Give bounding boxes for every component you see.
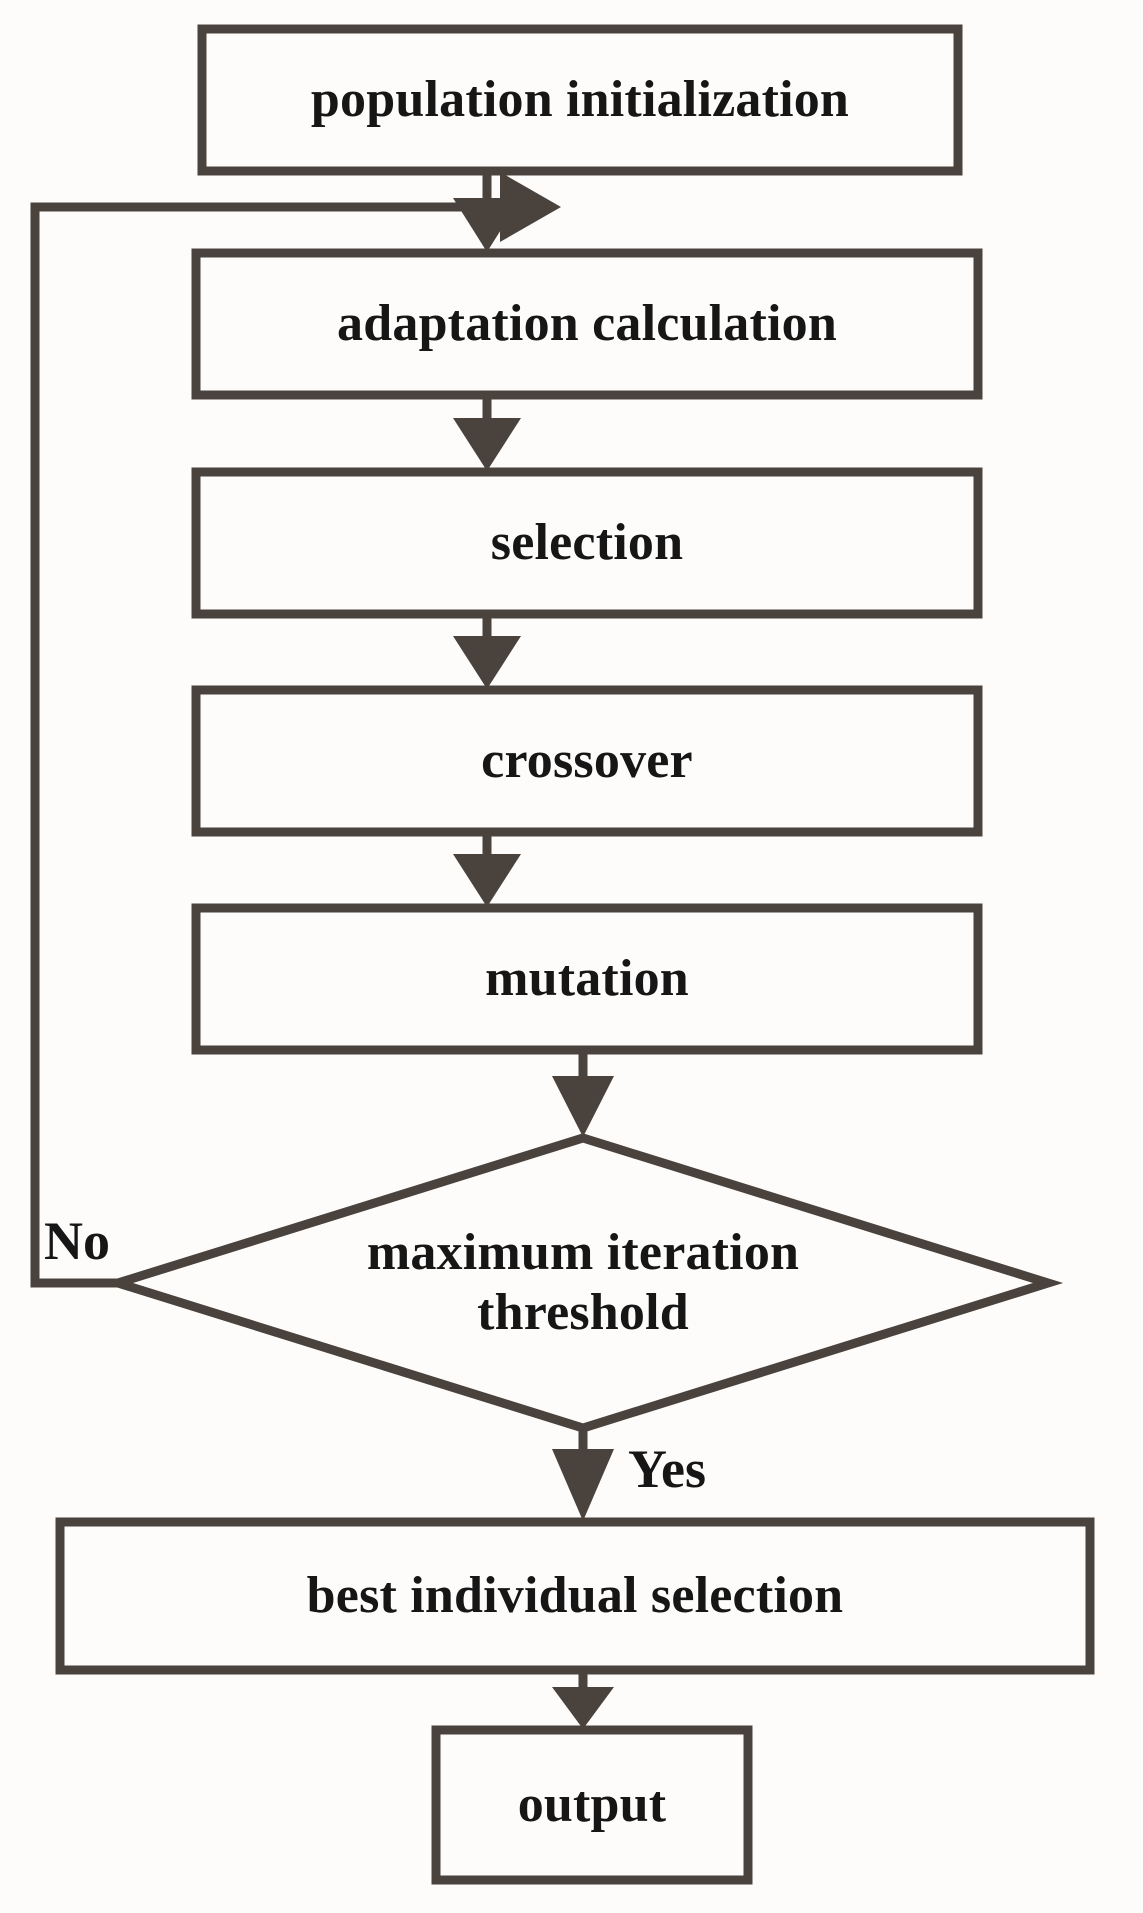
node-best-individual-selection [55, 1517, 1095, 1675]
node-crossover [191, 685, 983, 837]
edge-best-to-output [552, 1670, 614, 1729]
edge-mutation-to-decision [552, 1050, 614, 1137]
edge-decision-yes-to-best [552, 1428, 614, 1521]
edge-label-yes: Yes [628, 1439, 706, 1499]
node-maximum-iteration-threshold [102, 1133, 1064, 1433]
edge-adaptation-to-selection [453, 395, 521, 471]
edge-crossover-to-mutation [453, 832, 521, 907]
node-mutation [191, 903, 983, 1055]
node-output [431, 1725, 753, 1885]
edge-selection-to-crossover [453, 614, 521, 689]
node-population-initialization [197, 24, 963, 176]
edge-decision-no-feedback [30, 172, 561, 1288]
node-selection [191, 467, 983, 619]
edge-label-no: No [44, 1211, 110, 1271]
node-adaptation-calculation [191, 248, 983, 400]
